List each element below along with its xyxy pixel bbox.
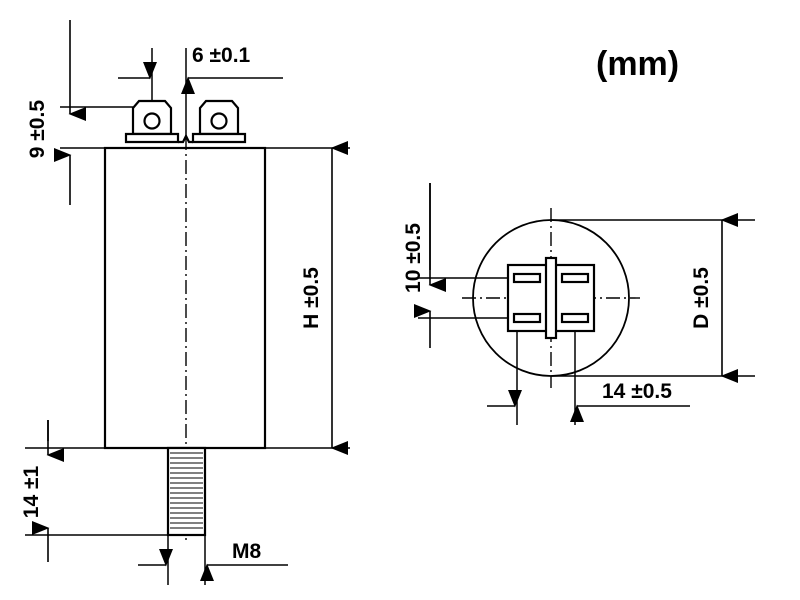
top-plan-view: 10 ±0.5 D ±0.5 14 ±0.5 [402,183,755,425]
thread-hatching [170,452,203,529]
terminal-slot-top-left [512,272,542,284]
terminal-slot-top-right [560,272,590,284]
dimension-14-pitch: 14 ±0.5 [487,331,690,425]
dimension-label-M8: M8 [232,540,261,563]
dimension-label-6: 6 ±0.1 [192,44,251,67]
dimension-label-9: 9 ±0.5 [26,100,49,159]
dimension-M8: M8 [138,535,288,585]
dimension-label-10: 10 ±0.5 [402,223,425,293]
dimension-H: H ±0.5 [265,140,350,456]
capacitor-body-outline [103,146,267,450]
dimension-label-14-pitch: 14 ±0.5 [602,380,672,403]
dimension-14-stud-length: 14 ±1 [20,420,168,562]
dimension-label-14-stud: 14 ±1 [20,465,43,518]
terminal-blade-left [124,99,180,144]
dimension-6: 6 ±0.1 [118,44,283,136]
unit-label: (mm) [596,45,679,83]
dimension-label-H: H ±0.5 [300,267,323,329]
dimension-D: D ±0.5 [551,212,755,384]
dimension-label-D: D ±0.5 [690,267,713,329]
terminal-slot-bottom-left [512,312,542,324]
dimension-9: 9 ±0.5 [26,20,133,205]
dimension-10: 10 ±0.5 [402,183,508,348]
side-elevation-view: 9 ±0.5 6 ±0.1 H ±0.5 14 ±1 [20,20,350,585]
terminal-block-center-bar [544,256,558,340]
terminal-slot-bottom-right [560,312,590,324]
terminal-blade-right [191,99,247,144]
m8-threaded-stud [166,446,207,537]
